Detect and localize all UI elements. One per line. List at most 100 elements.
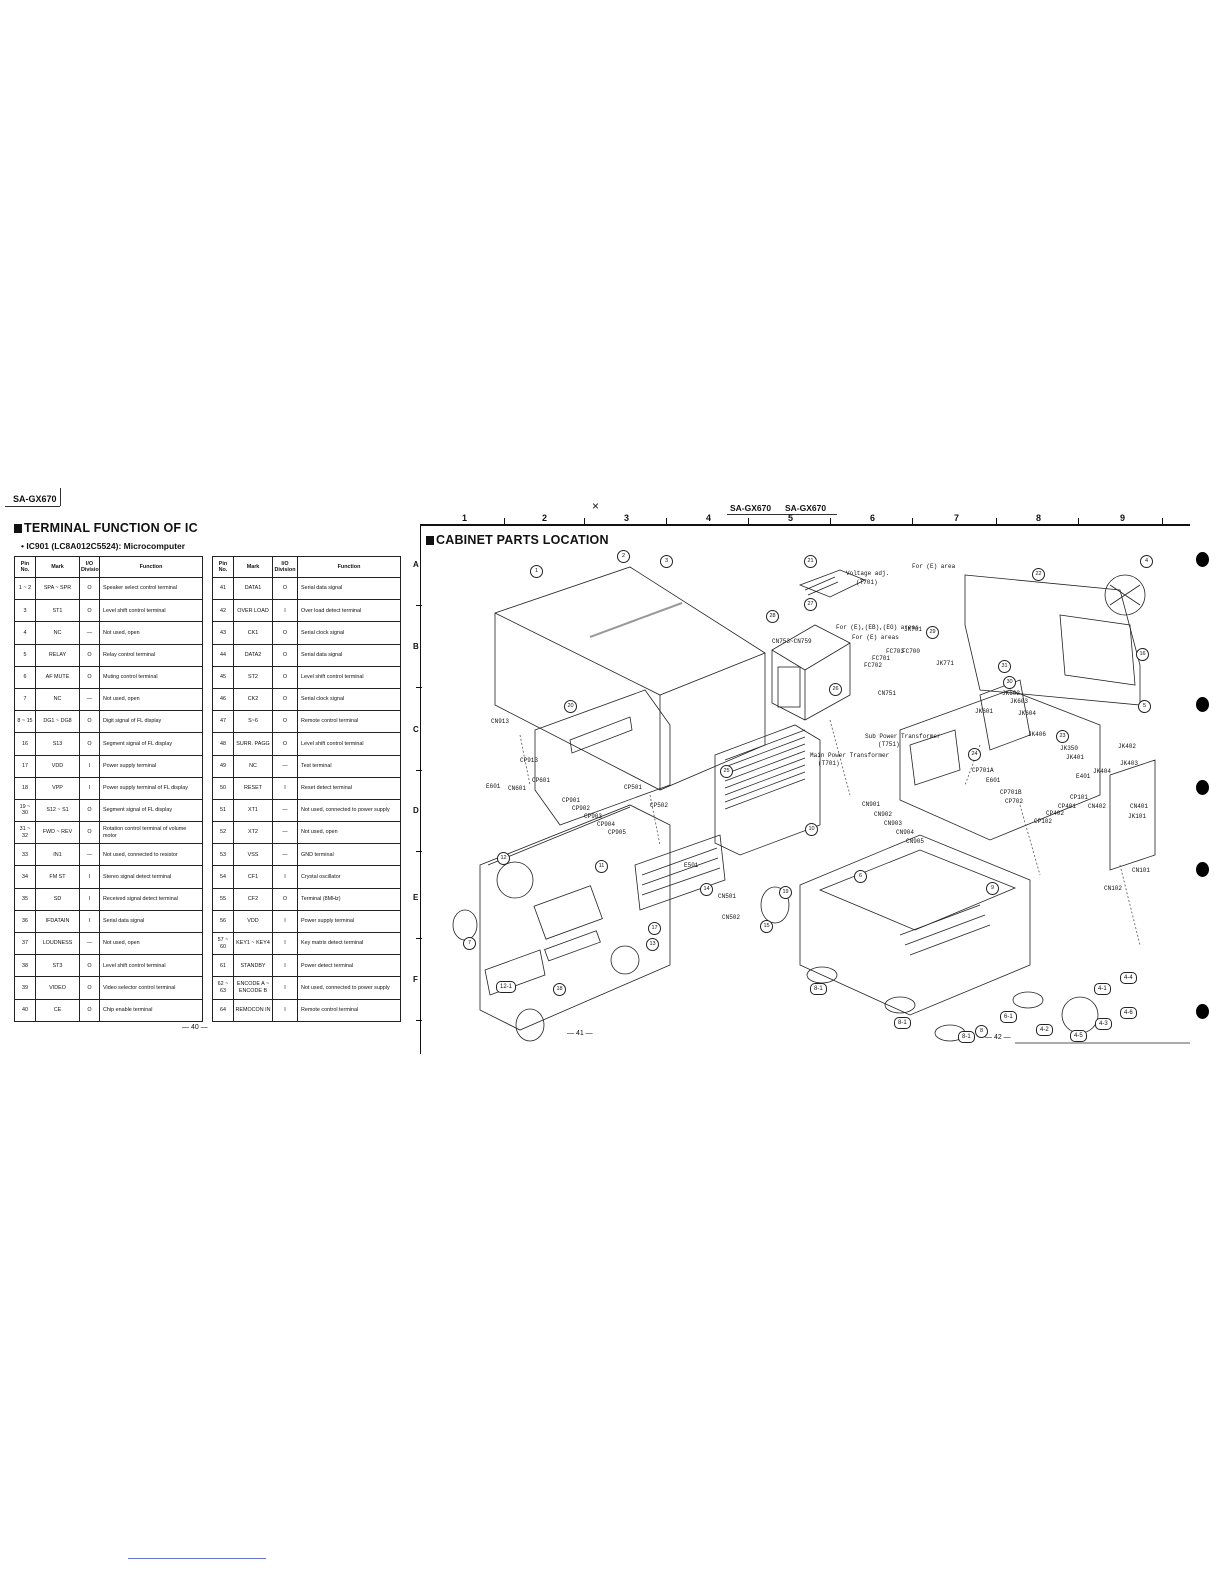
pin-cell: 40 [14,998,36,1022]
grid-tick [416,687,422,688]
mark-cell: VDD [233,909,273,934]
knob-7 [452,909,478,941]
grid-row-letter: B [413,642,419,651]
main-transformer [771,624,851,721]
diagram-label-cn901: CN901 [862,801,881,808]
grid-column-number: 7 [954,513,960,523]
main-pcb [899,689,1101,841]
io-cell: — [79,931,100,956]
mark-cell: DG1 ~ DG8 [35,710,80,734]
mark-cell: SPA ~ SPR [35,576,80,601]
io-cell: I [79,887,100,911]
pin-cell: 31 ~ 32 [14,821,36,845]
grid-tick [1162,518,1163,526]
io-cell: I [79,776,100,800]
pin-cell: 57 ~ 60 [212,931,234,956]
mark-cell: S12 ~ S1 [35,798,80,823]
function-cell: Remote control terminal [297,998,401,1022]
mark-cell: FM ST [35,865,80,889]
grid-column-number: 5 [788,513,794,523]
punch-hole [1196,1004,1209,1019]
part-callout: 3 [660,555,673,568]
diagram-label-cn102: CN102 [1104,885,1123,892]
pin-cell: 41 [212,576,234,601]
io-cell: I [272,599,298,623]
mark-cell: VPP [35,776,80,800]
io-cell: I [272,865,298,889]
grid-tick [416,770,422,771]
mark-cell: S~6 [233,710,273,734]
diagram-label-fc702: FC702 [864,662,883,669]
diagram-label-jk350: JK350 [1060,745,1079,752]
diagram-label-for-areas-2: For (E),(EB),(EG) areas [836,624,919,631]
mark-cell: FWD ~ REV [35,821,80,845]
pin-cell: 8 ~ 15 [14,710,36,734]
rear-panel [964,574,1141,706]
part-callout: 8 [975,1025,988,1038]
diagram-label-cn751: CN751 [878,690,897,697]
mark-cell: ST2 [233,665,273,689]
io-cell: — [272,754,298,778]
part-callout: 22 [1032,568,1045,581]
diagram-label-cn904: CN904 [896,829,915,836]
function-cell: Not used, open [99,687,203,712]
part-callout: 28 [766,610,779,623]
io-cell: — [272,821,298,845]
pin-cell: 55 [212,887,234,911]
diagram-label-fc703: FC703 [886,648,905,655]
col-header-io: I/O Division [272,556,298,578]
diagram-label-cn401: CN401 [1130,803,1149,810]
part-callout: 13 [646,938,659,951]
io-cell: O [79,798,100,823]
diagram-label-cn501: CN501 [718,893,737,900]
punch-hole [1196,697,1209,712]
diagram-label-cp903: CP903 [584,813,603,820]
function-cell: Level shift control terminal [297,732,401,756]
io-cell: O [272,665,298,689]
diagram-label-e601: E601 [986,777,1001,784]
io-cell: I [79,865,100,889]
cabinet-exploded-diagram [452,566,1190,1044]
diagram-label-jk604: JK604 [1018,710,1037,717]
mark-cell: S13 [35,732,80,756]
pin-cell: 51 [212,798,234,823]
function-cell: Not used, open [99,931,203,956]
col-header-pin: Pin No. [14,556,36,578]
page-number-40: — 40 — [182,1024,208,1031]
mark-cell: ST3 [35,954,80,978]
part-callout-boxed: 4-1 [1094,983,1111,995]
io-cell: O [272,687,298,712]
function-cell: GND terminal [297,843,401,867]
grid-tick [504,518,505,526]
punch-hole [1196,780,1209,795]
part-callout: 1 [530,565,543,578]
diagram-label-sub-transformer-ref: (T751) [878,741,900,748]
col-header-mark: Mark [35,556,80,578]
model-label-left: SA-GX670 [13,494,57,504]
mark-cell: DATA1 [233,576,273,601]
diagram-label-cp601: CP601 [532,777,551,784]
diagram-label-cp901: CP901 [562,797,581,804]
function-cell: Serial data signal [297,643,401,667]
grid-row-letter: A [413,560,419,569]
terminal-table-left: Pin No. Mark I/O Division Function 1 ~ 2… [14,556,203,1022]
mark-cell: VIDEO [35,976,80,1000]
io-cell: O [79,576,100,601]
pin-cell: 17 [14,754,36,778]
diagram-label-fc701: FC701 [872,655,891,662]
mark-cell: XT2 [233,821,273,845]
mark-cell: NC [35,621,80,645]
mark-cell: AF MUTE [35,665,80,689]
grid-row-letter: C [413,725,419,734]
part-callout-boxed: 6-1 [1000,1011,1017,1023]
mark-cell: ENCODE A ~ ENCODE B [233,976,273,1000]
pin-cell: 5 [14,643,36,667]
function-cell: Chip enable terminal [99,998,203,1022]
